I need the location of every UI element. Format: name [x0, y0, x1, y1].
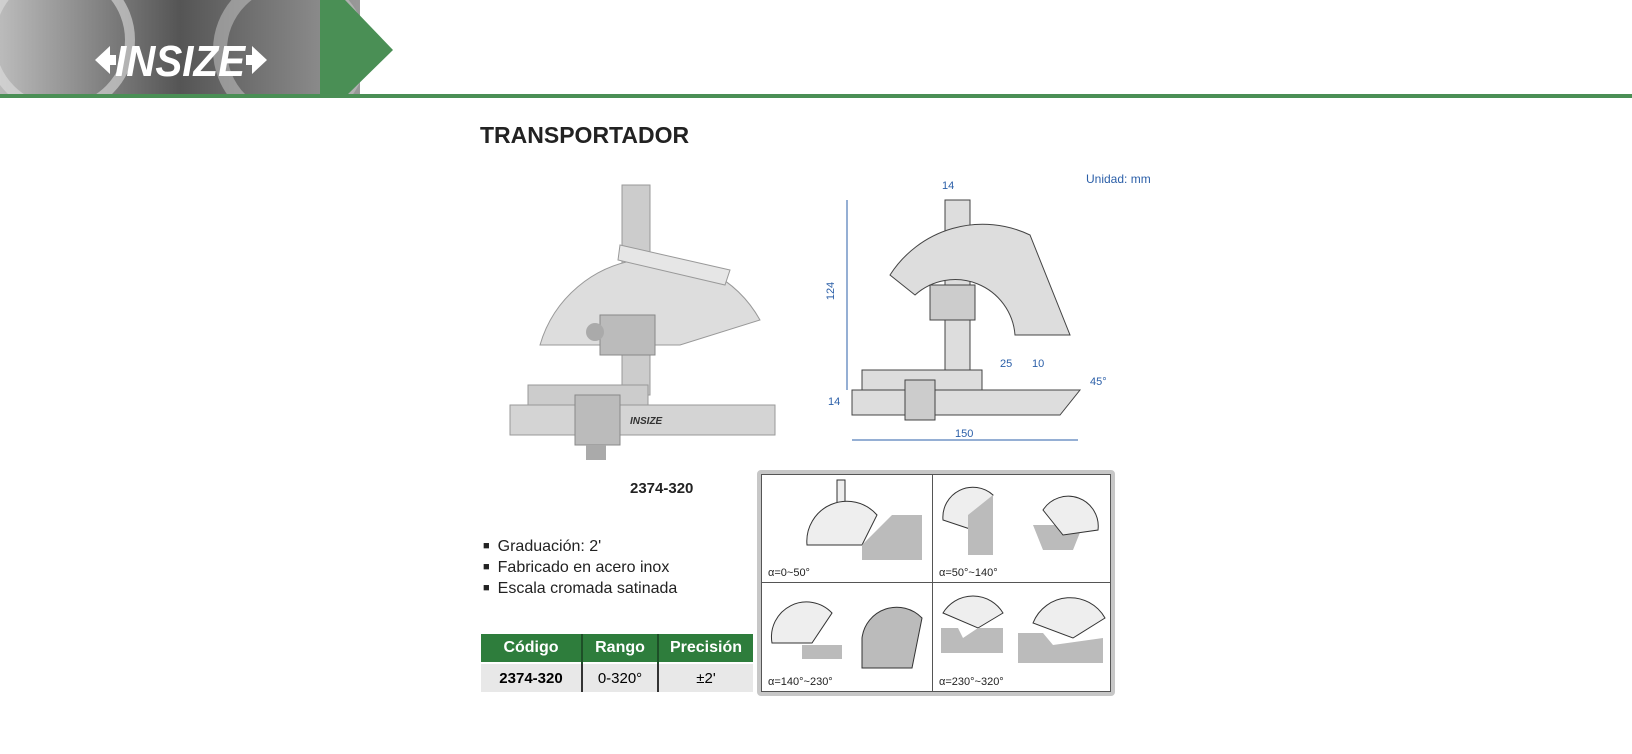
usage-cell: α=230°~320°: [932, 582, 1111, 692]
header-codigo: Código: [481, 634, 583, 663]
usage-cell: α=50°~140°: [932, 474, 1111, 583]
usage-cell: α=0~50°: [761, 474, 933, 583]
technical-drawing: [846, 199, 1082, 441]
logo: INSIZE: [115, 37, 247, 86]
usage-caption: α=230°~320°: [939, 676, 1004, 688]
usage-cell: α=140°~230°: [761, 582, 933, 692]
feature-list: Graduación: 2' Fabricado en acero inox E…: [483, 537, 678, 600]
dim-45: 45°: [1090, 376, 1107, 388]
usage-caption: α=50°~140°: [939, 567, 998, 579]
unit-label: Unidad: mm: [1086, 172, 1151, 186]
header-rango: Rango: [582, 634, 659, 663]
logo-left-arrow-icon: [95, 46, 116, 74]
header-precision: Precisión: [658, 634, 753, 663]
table-row: 2374-320 0-320° ±2': [481, 662, 753, 692]
dim-14-side: 14: [828, 396, 841, 408]
dim-124: 124: [825, 281, 838, 301]
feature-item: Fabricado en acero inox: [483, 558, 677, 579]
dim-10: 10: [1032, 358, 1045, 370]
dim-150: 150: [955, 428, 974, 440]
header-banner: INSIZE: [0, 0, 410, 127]
usage-panel: α=0~50° α=50°~140° α=140°~230° α=230°~32…: [757, 470, 1115, 696]
header-rule: [0, 94, 1632, 98]
product-photo: INSIZE: [509, 184, 776, 460]
cell-rango: 0-320°: [582, 662, 659, 692]
cell-codigo: 2374-320: [481, 662, 583, 692]
cell-precision: ±2': [658, 662, 753, 692]
photo-brand-mark: INSIZE: [630, 416, 663, 427]
feature-item: Graduación: 2': [483, 537, 677, 558]
logo-right-arrow-icon: [246, 46, 267, 74]
feature-item: Escala cromada satinada: [483, 579, 678, 600]
page-title: TRANSPORTADOR: [480, 122, 690, 148]
dim-14-top: 14: [942, 180, 955, 192]
dim-25: 25: [1000, 358, 1013, 370]
spec-table: Código Rango Precisión 2374-320 0-320° ±…: [481, 634, 753, 692]
usage-caption: α=140°~230°: [768, 676, 833, 688]
model-number: 2374-320: [630, 480, 694, 497]
usage-caption: α=0~50°: [768, 567, 810, 579]
